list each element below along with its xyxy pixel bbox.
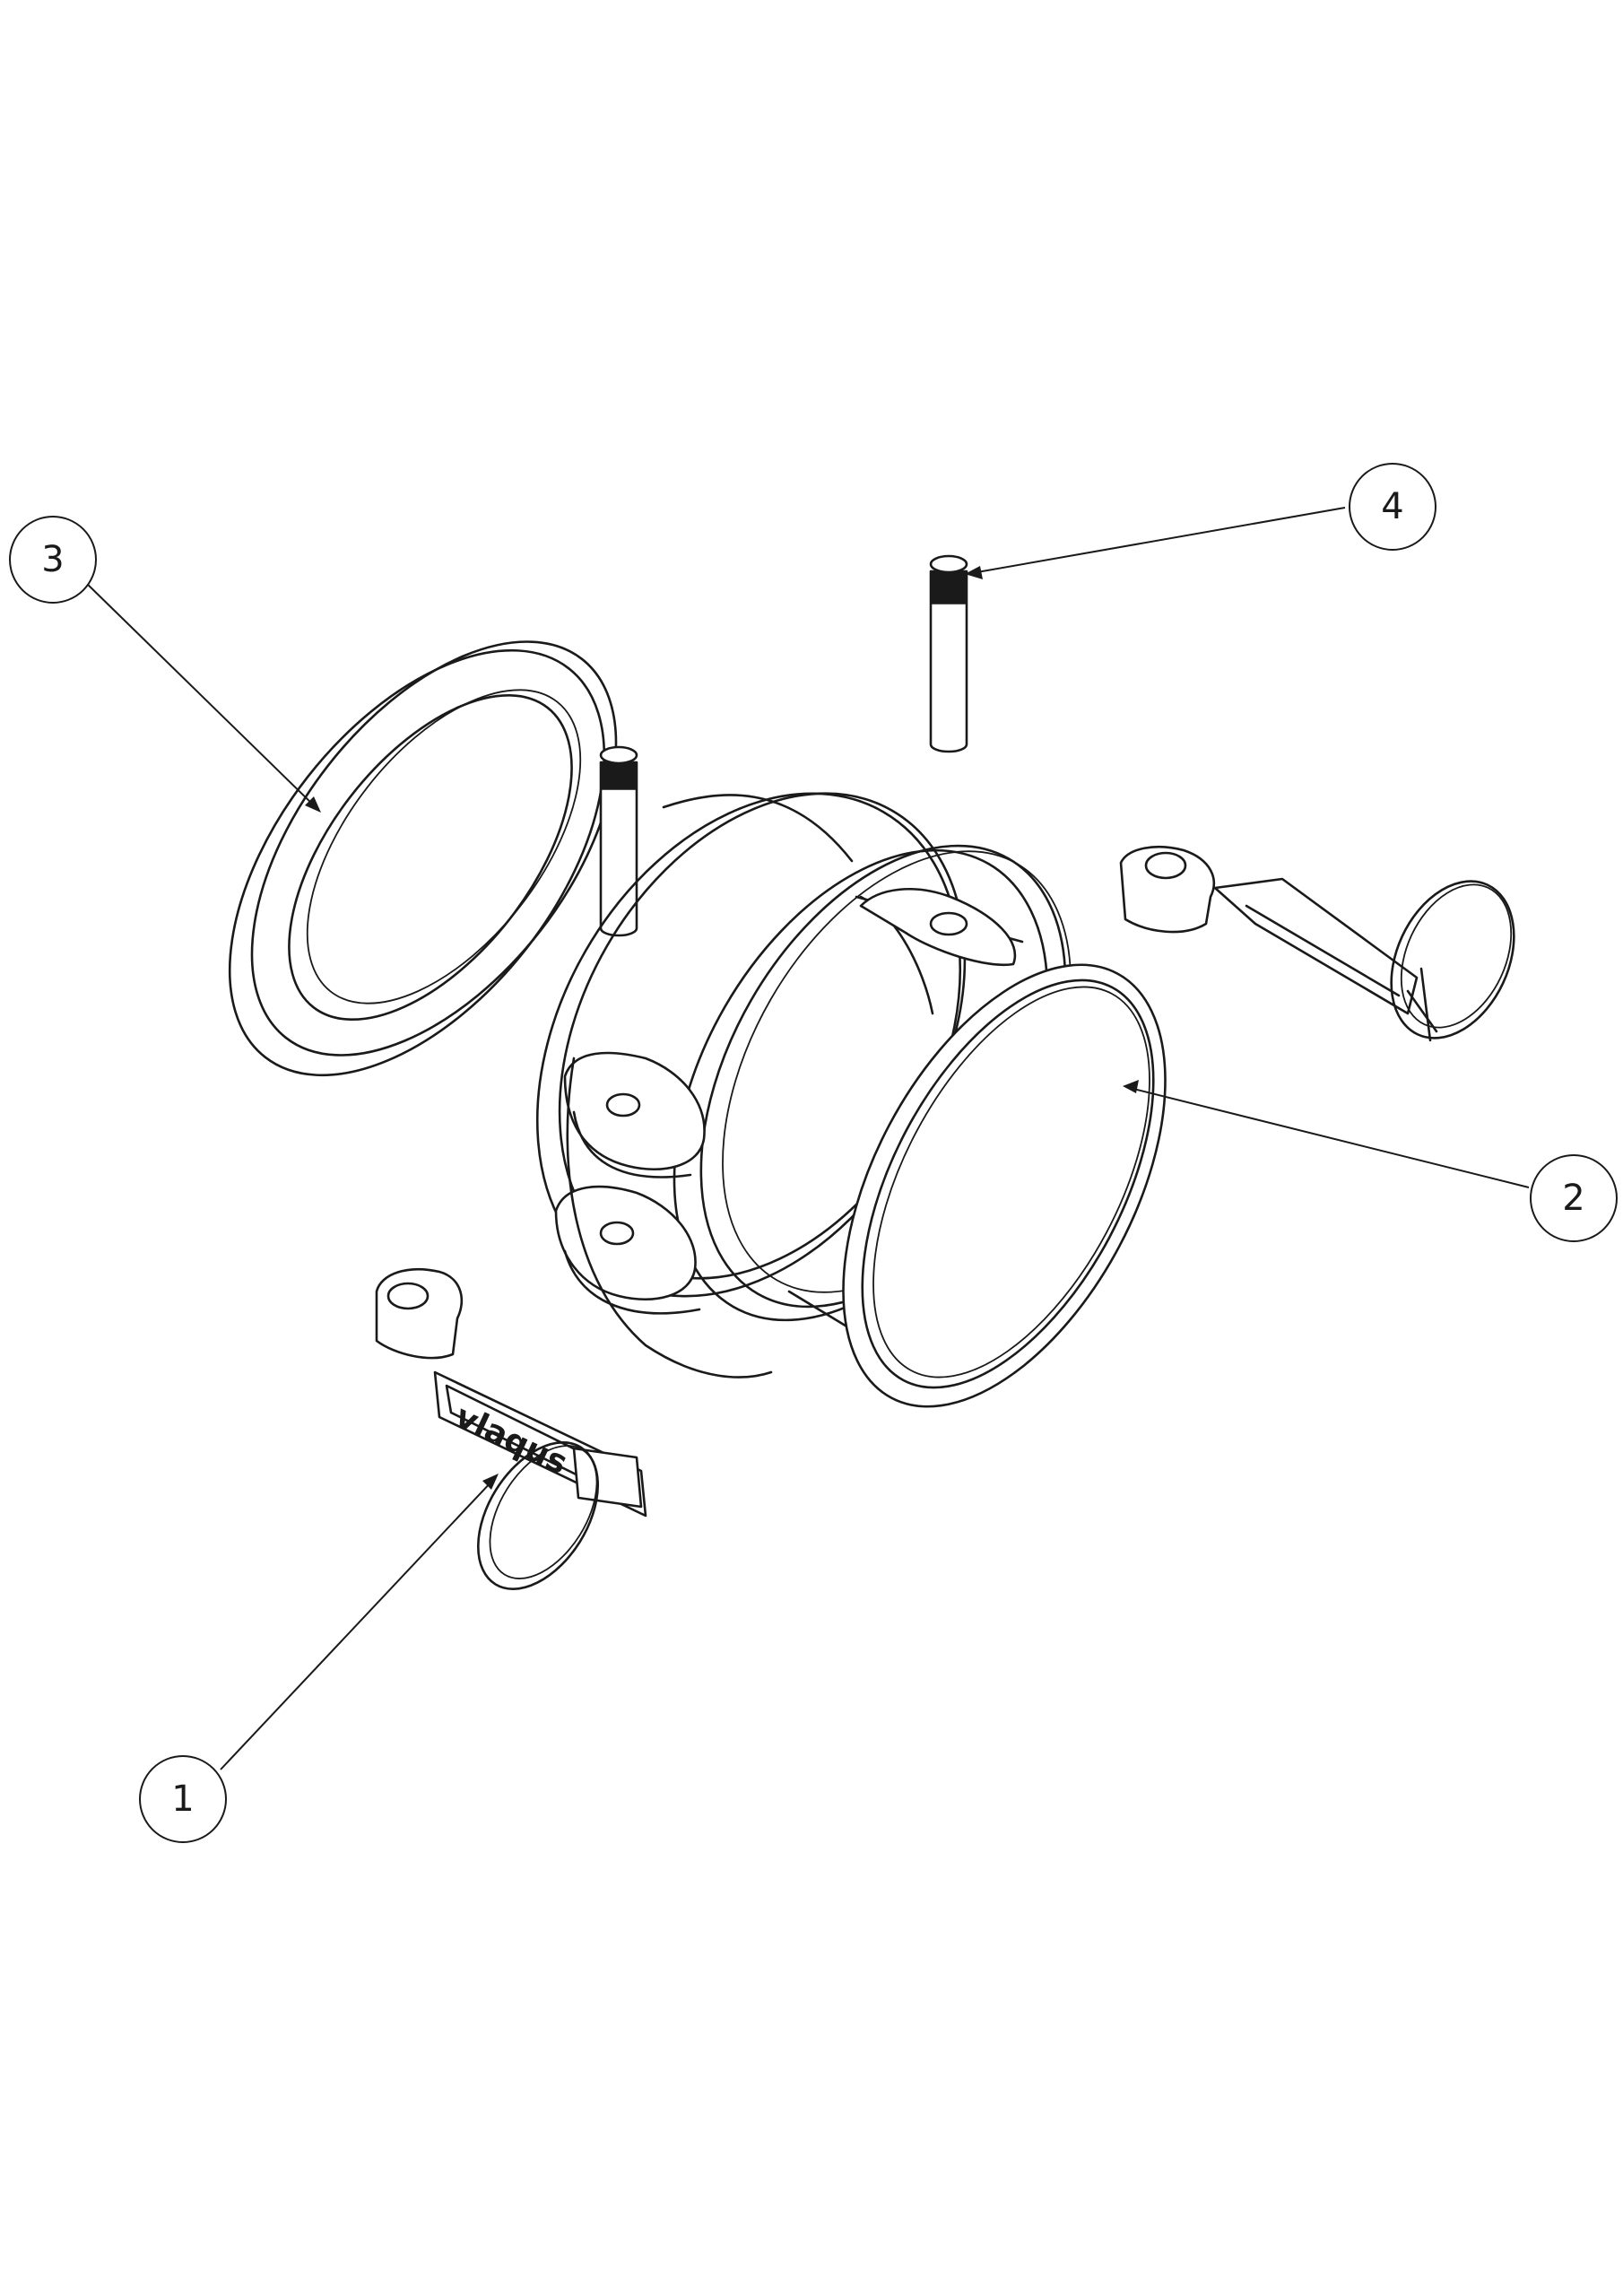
balloon-circle	[1530, 1154, 1618, 1242]
balloon-2: 2	[1530, 1154, 1618, 1242]
leader-line-2	[1129, 1087, 1530, 1188]
leader-arrow-3	[305, 796, 321, 813]
leader-line-4	[971, 507, 1346, 574]
leader-arrow-1	[482, 1474, 499, 1490]
gasket-ring-part	[228, 640, 618, 1077]
balloon-4: 4	[1349, 463, 1436, 551]
balloon-label: 2	[1562, 1178, 1584, 1219]
balloon-3: 3	[9, 516, 97, 604]
cam-arm-right-part	[1119, 845, 1515, 1042]
leader-line-1	[220, 1479, 494, 1770]
leader-line-3	[82, 578, 317, 808]
leader-arrow-2	[1123, 1080, 1139, 1093]
balloon-label: 3	[41, 539, 64, 580]
balloon-label: 1	[171, 1779, 194, 1820]
balloon-circle	[139, 1755, 227, 1843]
leader-lines	[82, 507, 1530, 1770]
balloon-label: 4	[1381, 486, 1403, 527]
leader-arrow-4	[965, 566, 983, 579]
pin-left-part	[599, 745, 638, 937]
pin-right-part	[929, 554, 968, 753]
balloon-1: 1	[139, 1755, 227, 1843]
cam-arm-left-part: vlaqus	[375, 1267, 647, 1590]
balloon-circle	[9, 516, 97, 604]
coupling-body-part	[535, 792, 1167, 1408]
balloon-circle	[1349, 463, 1436, 551]
